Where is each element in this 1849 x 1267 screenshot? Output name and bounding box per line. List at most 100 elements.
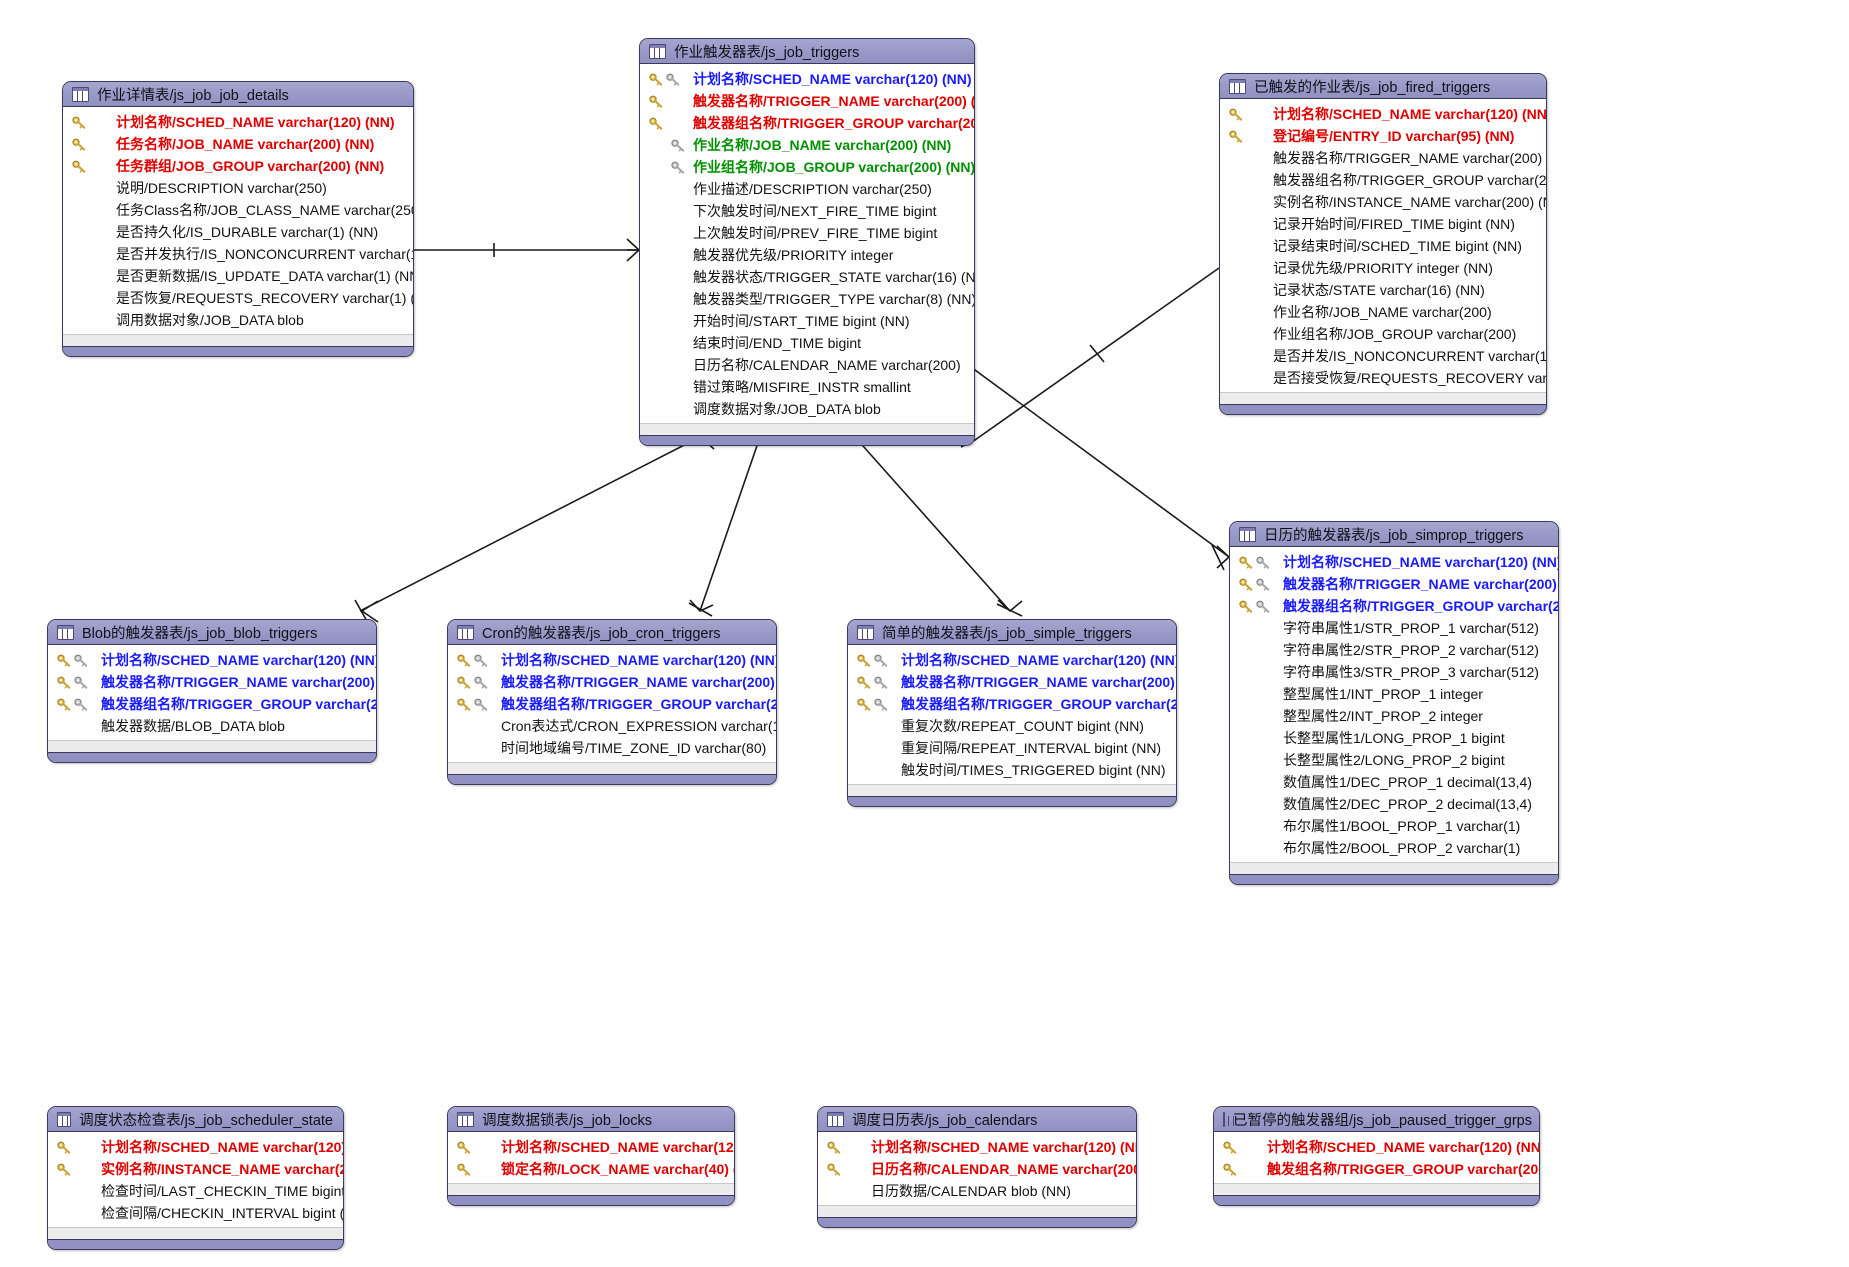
entity-job_details[interactable]: 作业详情表/js_job_job_details 计划名称/SCHED_NAME… <box>62 81 414 357</box>
entity-locks[interactable]: 调度数据锁表/js_job_locks 计划名称/SCHED_NAME varc… <box>447 1106 735 1206</box>
entity-header-paused_trigger_grps[interactable]: 已暂停的触发器组/js_job_paused_trigger_grps <box>1214 1107 1539 1132</box>
attribute-row[interactable]: 日历数据/CALENDAR blob (NN) <box>818 1180 1136 1202</box>
attribute-row[interactable]: 触发器组名称/TRIGGER_GROUP varchar(200) (NN) <box>1220 169 1546 191</box>
attribute-row[interactable]: 长整型属性1/LONG_PROP_1 bigint <box>1230 727 1558 749</box>
attribute-row[interactable]: 计划名称/SCHED_NAME varchar(120) (NN) <box>1230 551 1558 573</box>
attribute-row[interactable]: 结束时间/END_TIME bigint <box>640 332 974 354</box>
attribute-row[interactable]: 日历名称/CALENDAR_NAME varchar(200) <box>640 354 974 376</box>
attribute-row[interactable]: 时间地域编号/TIME_ZONE_ID varchar(80) <box>448 737 776 759</box>
entity-header-calendars[interactable]: 调度日历表/js_job_calendars <box>818 1107 1136 1132</box>
attribute-row[interactable]: 触发组名称/TRIGGER_GROUP varchar(200) (NN) <box>1214 1158 1539 1180</box>
attribute-row[interactable]: 布尔属性1/BOOL_PROP_1 varchar(1) <box>1230 815 1558 837</box>
attribute-row[interactable]: 触发器组名称/TRIGGER_GROUP varchar(200) (NN) <box>1230 595 1558 617</box>
attribute-row[interactable]: 锁定名称/LOCK_NAME varchar(40) (NN) <box>448 1158 734 1180</box>
entity-simprop_triggers[interactable]: 日历的触发器表/js_job_simprop_triggers 计划名称/SCH… <box>1229 521 1559 885</box>
attribute-row[interactable]: 数值属性1/DEC_PROP_1 decimal(13,4) <box>1230 771 1558 793</box>
attribute-row[interactable]: Cron表达式/CRON_EXPRESSION varchar(120) (NN… <box>448 715 776 737</box>
attribute-row[interactable]: 触发器名称/TRIGGER_NAME varchar(200) (NN) <box>448 671 776 693</box>
attribute-row[interactable]: 计划名称/SCHED_NAME varchar(120) (NN) <box>848 649 1176 671</box>
attribute-row[interactable]: 字符串属性3/STR_PROP_3 varchar(512) <box>1230 661 1558 683</box>
attribute-row[interactable]: 数值属性2/DEC_PROP_2 decimal(13,4) <box>1230 793 1558 815</box>
attribute-row[interactable]: 作业组名称/JOB_GROUP varchar(200) <box>1220 323 1546 345</box>
attribute-row[interactable]: 作业名称/JOB_NAME varchar(200) (NN) <box>640 134 974 156</box>
attribute-row[interactable]: 触发器名称/TRIGGER_NAME varchar(200) (NN) <box>848 671 1176 693</box>
attribute-row[interactable]: 触发器数据/BLOB_DATA blob <box>48 715 376 737</box>
entity-header-job_details[interactable]: 作业详情表/js_job_job_details <box>63 82 413 107</box>
attribute-row[interactable]: 重复间隔/REPEAT_INTERVAL bigint (NN) <box>848 737 1176 759</box>
attribute-row[interactable]: 调度数据对象/JOB_DATA blob <box>640 398 974 420</box>
attribute-row[interactable]: 任务Class名称/JOB_CLASS_NAME varchar(250) (N… <box>63 199 413 221</box>
attribute-row[interactable]: 计划名称/SCHED_NAME varchar(120) (NN) <box>1220 103 1546 125</box>
attribute-row[interactable]: 长整型属性2/LONG_PROP_2 bigint <box>1230 749 1558 771</box>
attribute-row[interactable]: 实例名称/INSTANCE_NAME varchar(200) (NN) <box>1220 191 1546 213</box>
attribute-row[interactable]: 下次触发时间/NEXT_FIRE_TIME bigint <box>640 200 974 222</box>
entity-fired_triggers[interactable]: 已触发的作业表/js_job_fired_triggers 计划名称/SCHED… <box>1219 73 1547 415</box>
entity-header-simprop_triggers[interactable]: 日历的触发器表/js_job_simprop_triggers <box>1230 522 1558 547</box>
attribute-row[interactable]: 错过策略/MISFIRE_INSTR smallint <box>640 376 974 398</box>
attribute-row[interactable]: 检查间隔/CHECKIN_INTERVAL bigint (NN) <box>48 1202 343 1224</box>
entity-header-scheduler_state[interactable]: 调度状态检查表/js_job_scheduler_state <box>48 1107 343 1132</box>
attribute-row[interactable]: 触发器组名称/TRIGGER_GROUP varchar(200) (NN) <box>48 693 376 715</box>
attribute-row[interactable]: 是否恢复/REQUESTS_RECOVERY varchar(1) (NN) <box>63 287 413 309</box>
entity-job_triggers[interactable]: 作业触发器表/js_job_triggers 计划名称/SCHED_NAME v… <box>639 38 975 446</box>
attribute-row[interactable]: 触发器优先级/PRIORITY integer <box>640 244 974 266</box>
entity-header-blob_triggers[interactable]: Blob的触发器表/js_job_blob_triggers <box>48 620 376 645</box>
attribute-row[interactable]: 触发器组名称/TRIGGER_GROUP varchar(200) (NN) <box>848 693 1176 715</box>
attribute-row[interactable]: 字符串属性2/STR_PROP_2 varchar(512) <box>1230 639 1558 661</box>
attribute-row[interactable]: 是否并发/IS_NONCONCURRENT varchar(1) <box>1220 345 1546 367</box>
attribute-row[interactable]: 触发时间/TIMES_TRIGGERED bigint (NN) <box>848 759 1176 781</box>
entity-header-simple_triggers[interactable]: 简单的触发器表/js_job_simple_triggers <box>848 620 1176 645</box>
attribute-row[interactable]: 是否更新数据/IS_UPDATE_DATA varchar(1) (NN) <box>63 265 413 287</box>
attribute-row[interactable]: 触发器名称/TRIGGER_NAME varchar(200) (NN) <box>640 90 974 112</box>
attribute-row[interactable]: 计划名称/SCHED_NAME varchar(120) (NN) <box>448 649 776 671</box>
entity-paused_trigger_grps[interactable]: 已暂停的触发器组/js_job_paused_trigger_grps 计划名称… <box>1213 1106 1540 1206</box>
attribute-row[interactable]: 触发器组名称/TRIGGER_GROUP varchar(200) (NN) <box>640 112 974 134</box>
attribute-row[interactable]: 是否接受恢复/REQUESTS_RECOVERY varchar(1) <box>1220 367 1546 389</box>
entity-header-locks[interactable]: 调度数据锁表/js_job_locks <box>448 1107 734 1132</box>
attribute-row[interactable]: 字符串属性1/STR_PROP_1 varchar(512) <box>1230 617 1558 639</box>
entity-scheduler_state[interactable]: 调度状态检查表/js_job_scheduler_state 计划名称/SCHE… <box>47 1106 344 1250</box>
attribute-row[interactable]: 作业组名称/JOB_GROUP varchar(200) (NN) <box>640 156 974 178</box>
attribute-row[interactable]: 触发器名称/TRIGGER_NAME varchar(200) (NN) <box>1220 147 1546 169</box>
attribute-row[interactable]: 计划名称/SCHED_NAME varchar(120) (NN) <box>48 1136 343 1158</box>
attribute-row[interactable]: 开始时间/START_TIME bigint (NN) <box>640 310 974 332</box>
attribute-row[interactable]: 是否并发执行/IS_NONCONCURRENT varchar(1) (NN) <box>63 243 413 265</box>
attribute-row[interactable]: 计划名称/SCHED_NAME varchar(120) (NN) <box>448 1136 734 1158</box>
entity-cron_triggers[interactable]: Cron的触发器表/js_job_cron_triggers 计划名称/SCHE… <box>447 619 777 785</box>
entity-header-fired_triggers[interactable]: 已触发的作业表/js_job_fired_triggers <box>1220 74 1546 99</box>
attribute-row[interactable]: 实例名称/INSTANCE_NAME varchar(200) (NN) <box>48 1158 343 1180</box>
attribute-row[interactable]: 触发器名称/TRIGGER_NAME varchar(200) (NN) <box>48 671 376 693</box>
attribute-row[interactable]: 上次触发时间/PREV_FIRE_TIME bigint <box>640 222 974 244</box>
attribute-row[interactable]: 触发器状态/TRIGGER_STATE varchar(16) (NN) <box>640 266 974 288</box>
attribute-row[interactable]: 计划名称/SCHED_NAME varchar(120) (NN) <box>640 68 974 90</box>
attribute-row[interactable]: 整型属性1/INT_PROP_1 integer <box>1230 683 1558 705</box>
attribute-row[interactable]: 记录状态/STATE varchar(16) (NN) <box>1220 279 1546 301</box>
attribute-row[interactable]: 触发器名称/TRIGGER_NAME varchar(200) (NN) <box>1230 573 1558 595</box>
attribute-row[interactable]: 调用数据对象/JOB_DATA blob <box>63 309 413 331</box>
entity-header-job_triggers[interactable]: 作业触发器表/js_job_triggers <box>640 39 974 64</box>
attribute-row[interactable]: 计划名称/SCHED_NAME varchar(120) (NN) <box>818 1136 1136 1158</box>
attribute-row[interactable]: 日历名称/CALENDAR_NAME varchar(200) (NN) <box>818 1158 1136 1180</box>
entity-blob_triggers[interactable]: Blob的触发器表/js_job_blob_triggers 计划名称/SCHE… <box>47 619 377 763</box>
attribute-row[interactable]: 任务群组/JOB_GROUP varchar(200) (NN) <box>63 155 413 177</box>
attribute-row[interactable]: 重复次数/REPEAT_COUNT bigint (NN) <box>848 715 1176 737</box>
attribute-row[interactable]: 作业描述/DESCRIPTION varchar(250) <box>640 178 974 200</box>
attribute-row[interactable]: 触发器组名称/TRIGGER_GROUP varchar(200) (NN) <box>448 693 776 715</box>
entity-calendars[interactable]: 调度日历表/js_job_calendars 计划名称/SCHED_NAME v… <box>817 1106 1137 1228</box>
attribute-row[interactable]: 计划名称/SCHED_NAME varchar(120) (NN) <box>48 649 376 671</box>
attribute-row[interactable]: 触发器类型/TRIGGER_TYPE varchar(8) (NN) <box>640 288 974 310</box>
attribute-row[interactable]: 记录开始时间/FIRED_TIME bigint (NN) <box>1220 213 1546 235</box>
attribute-row[interactable]: 布尔属性2/BOOL_PROP_2 varchar(1) <box>1230 837 1558 859</box>
attribute-row[interactable]: 记录结束时间/SCHED_TIME bigint (NN) <box>1220 235 1546 257</box>
attribute-row[interactable]: 登记编号/ENTRY_ID varchar(95) (NN) <box>1220 125 1546 147</box>
attribute-row[interactable]: 计划名称/SCHED_NAME varchar(120) (NN) <box>1214 1136 1539 1158</box>
attribute-row[interactable]: 作业名称/JOB_NAME varchar(200) <box>1220 301 1546 323</box>
attribute-row[interactable]: 整型属性2/INT_PROP_2 integer <box>1230 705 1558 727</box>
attribute-row[interactable]: 计划名称/SCHED_NAME varchar(120) (NN) <box>63 111 413 133</box>
attribute-row[interactable]: 检查时间/LAST_CHECKIN_TIME bigint (NN) <box>48 1180 343 1202</box>
attribute-row[interactable]: 说明/DESCRIPTION varchar(250) <box>63 177 413 199</box>
attribute-row[interactable]: 记录优先级/PRIORITY integer (NN) <box>1220 257 1546 279</box>
entity-simple_triggers[interactable]: 简单的触发器表/js_job_simple_triggers 计划名称/SCHE… <box>847 619 1177 807</box>
attribute-row[interactable]: 是否持久化/IS_DURABLE varchar(1) (NN) <box>63 221 413 243</box>
entity-header-cron_triggers[interactable]: Cron的触发器表/js_job_cron_triggers <box>448 620 776 645</box>
